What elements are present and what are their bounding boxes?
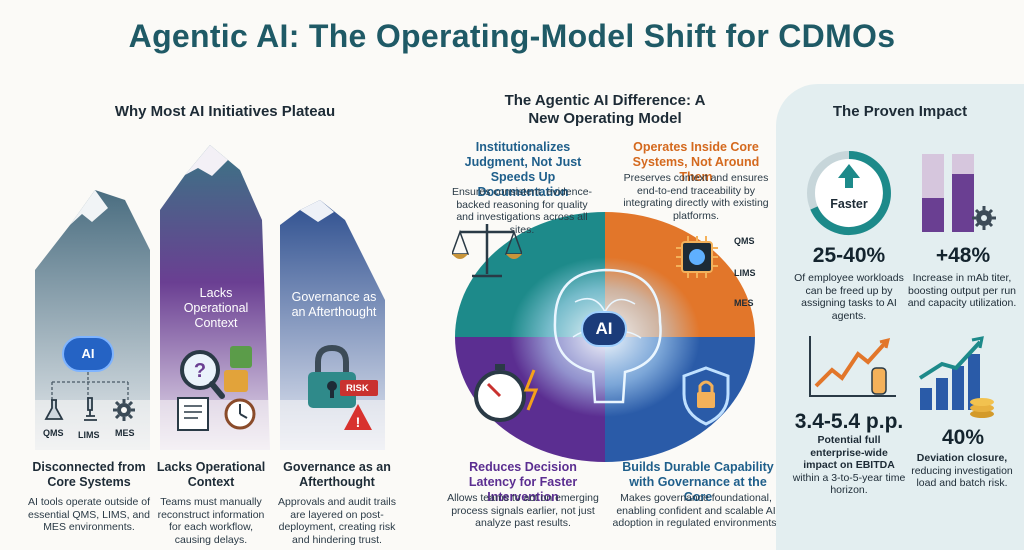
trend-line-flask-icon xyxy=(809,336,896,397)
left-column-1: Disconnected from Core Systems AI tools … xyxy=(28,460,150,534)
mes-tag: MES xyxy=(115,428,135,438)
left-column-3: Governance as an Afterthought Approvals … xyxy=(278,460,396,546)
growth-coins-icon xyxy=(918,336,994,418)
ai-brain-icon: AI xyxy=(62,336,114,372)
risk-tag: RISK xyxy=(346,383,369,394)
ai-center-badge: AI xyxy=(581,311,627,347)
col3-body: Approvals and audit trails are layered o… xyxy=(278,496,396,546)
page-title: Agentic AI: The Operating-Model Shift fo… xyxy=(128,18,896,54)
magnifier-puzzle-icon: ? xyxy=(177,346,256,431)
stat-1-text: Of employee workloads can be freed up by… xyxy=(794,272,904,322)
titer-bars-gear-icon xyxy=(922,154,996,232)
side-tag-lims: LIMS xyxy=(734,268,756,278)
middle-heading: The Agentic AI Difference: A New Operati… xyxy=(504,92,706,127)
quadrant-2-title: Operates Inside Core Systems, Not Around… xyxy=(632,140,760,184)
operating-model-circle xyxy=(455,212,755,462)
peak-label-right: Governance as an Afterthought xyxy=(291,290,377,319)
stat-1-value: 25-40% xyxy=(812,244,886,267)
lims-tag: LIMS xyxy=(78,430,100,440)
svg-text:?: ? xyxy=(194,360,206,382)
left-column-2: Lacks Operational Context Teams must man… xyxy=(152,460,270,546)
quadrant-3-title: Reduces Decision Latency for Faster Inte… xyxy=(468,460,578,504)
lims-microscope-icon xyxy=(84,397,97,421)
stat-4-text: reducing investigation load and batch ri… xyxy=(911,464,1013,490)
quadrant-1-title: Institutionalizes Judgment, Not Just Spe… xyxy=(464,140,582,199)
gauge-label: Faster xyxy=(830,197,868,211)
stat-2-value: +48% xyxy=(935,244,991,267)
lock-risk-icon: ! xyxy=(308,344,378,430)
stat-3-text-wrap: Potential full enterprise-wide impact on… xyxy=(792,434,906,497)
left-heading: Why Most AI Initiatives Plateau xyxy=(114,103,336,120)
col1-body: AI tools operate outside of essential QM… xyxy=(28,496,150,533)
peak-label-center: Lacks Operational Context xyxy=(183,286,249,330)
impact-panel xyxy=(776,84,1024,550)
col2-title: Lacks Operational Context xyxy=(156,460,266,489)
stat-2-text: Increase in mAb titer, boosting output p… xyxy=(907,272,1017,309)
quadrant-1-body: Ensures consistent, evidence-backed reas… xyxy=(451,186,593,236)
quadrant-4-body: Makes governance foundational, enabling … xyxy=(612,492,780,529)
col1-title: Disconnected from Core Systems xyxy=(32,460,146,489)
stat-3-text: within a 3-to-5-year time horizon. xyxy=(792,471,906,497)
qms-flask-icon xyxy=(44,399,64,420)
right-heading: The Proven Impact xyxy=(832,103,968,120)
quadrant-2-body: Preserves context and ensures end-to-end… xyxy=(623,172,769,222)
shield-lock-icon xyxy=(682,366,730,426)
stat-3-text-bold: Potential full enterprise-wide impact on… xyxy=(803,434,895,471)
faster-gauge-icon xyxy=(807,151,891,235)
side-tag-qms: QMS xyxy=(734,236,755,246)
connector-lines xyxy=(51,372,129,400)
col2-body: Teams must manually reconstruct informat… xyxy=(157,496,265,546)
stat-4-text-bold: Deviation closure, xyxy=(916,452,1008,464)
balance-scale-icon xyxy=(452,224,522,278)
svg-text:!: ! xyxy=(356,414,361,430)
side-tag-mes: MES xyxy=(734,298,754,308)
quadrant-4-title: Builds Durable Capability with Governanc… xyxy=(622,460,774,504)
qms-tag: QMS xyxy=(43,428,64,438)
stat-4-text-wrap: Deviation closure, reducing investigatio… xyxy=(904,452,1020,490)
col3-title: Governance as an Afterthought xyxy=(283,460,391,489)
stat-4-value: 40% xyxy=(941,426,985,449)
mes-gear-icon xyxy=(113,399,135,421)
stopwatch-icon xyxy=(474,364,539,422)
quadrant-3-body: Allows teams to act on emerging process … xyxy=(447,492,599,529)
stat-3-value: 3.4-5.4 p.p. xyxy=(794,410,904,433)
chip-icon xyxy=(676,236,718,278)
